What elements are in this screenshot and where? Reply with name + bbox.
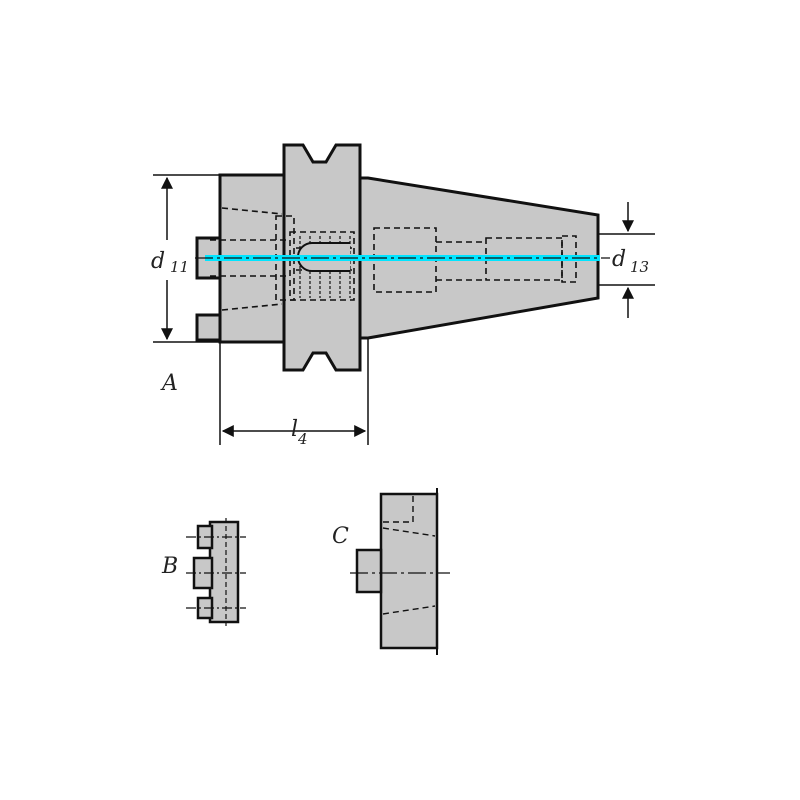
- l4-label: l: [291, 417, 298, 442]
- detail-b-centerlines: [186, 518, 246, 626]
- d13-subscript: 13: [630, 258, 649, 276]
- detail-c: [355, 492, 439, 650]
- d11-subscript: 11: [170, 258, 189, 276]
- d13-label: d: [612, 247, 626, 272]
- drive-key-bottom: [195, 313, 223, 342]
- view-label-a: A: [160, 371, 178, 396]
- l4-subscript: 4: [297, 430, 308, 448]
- d11-label: d: [151, 249, 165, 274]
- detail-b: [192, 520, 240, 624]
- dimension-d13: [598, 202, 655, 318]
- dimension-l4: [219, 338, 369, 445]
- dimension-d11: [153, 174, 220, 343]
- view-label-b: B: [161, 554, 178, 579]
- view-label-c: C: [332, 524, 349, 549]
- detail-c-hidden: [382, 496, 436, 615]
